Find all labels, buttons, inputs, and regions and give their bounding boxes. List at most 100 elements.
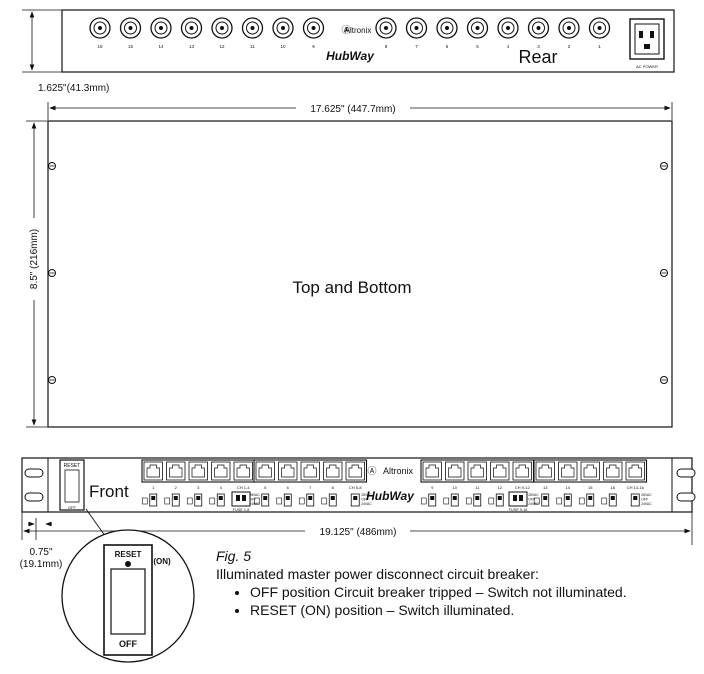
port-number-label: 9 xyxy=(431,485,434,490)
port-number-label: 3 xyxy=(197,485,200,490)
rj45-port-icon xyxy=(512,461,532,481)
caption-bullet: OFF position Circuit breaker tripped – S… xyxy=(250,583,686,601)
rj45-port-icon xyxy=(233,461,253,481)
bnc-connector-icon xyxy=(272,17,294,39)
port-number-label: 12 xyxy=(498,485,503,490)
switch-legend-label: 24VAC xyxy=(641,502,652,506)
front-brand: Altronix xyxy=(383,466,414,476)
bnc-connector-icon xyxy=(527,17,550,39)
bnc-connector-icon xyxy=(150,17,172,39)
port-number-label: 8 xyxy=(332,485,335,490)
switch-legend-label: OFF xyxy=(528,498,535,502)
breaker-zoom xyxy=(61,529,195,663)
rj45-port-icon xyxy=(422,461,442,481)
zoom-reset-label: RESET xyxy=(115,550,142,559)
top-panel-screws xyxy=(48,162,668,384)
rj45-block xyxy=(141,459,256,483)
channel-switch-icon xyxy=(488,493,504,507)
rj45-port-icon xyxy=(166,461,186,481)
port-number-label: 6 xyxy=(287,485,290,490)
port-number-label: 16 xyxy=(611,485,616,490)
rj45-port-icon xyxy=(625,461,645,481)
channel-switch-icon xyxy=(578,493,595,507)
caption-bullet: RESET (ON) position – Switch illuminated… xyxy=(250,601,686,619)
bnc-port-number: 15 xyxy=(128,44,134,49)
rj45-port-icon xyxy=(255,461,275,481)
switch-legend-label: 24VAC xyxy=(361,502,372,506)
bnc-port-number: 6 xyxy=(446,44,449,49)
port-number-label: 11 xyxy=(475,485,480,490)
rj45-port-icon xyxy=(490,461,510,481)
switch-legend-label: 28VAC xyxy=(641,493,652,497)
rj45-port-icon xyxy=(535,461,555,481)
fuse-label: FUSE 9-16 xyxy=(509,508,528,512)
rj45-port-icon xyxy=(211,461,231,481)
bnc-port-number: 2 xyxy=(568,44,571,49)
rj45-port-blocks xyxy=(141,459,648,483)
rack-ear-slots-icon xyxy=(24,468,696,502)
bnc-connector-icon xyxy=(211,17,233,39)
group-switch-icon xyxy=(350,493,360,507)
bnc-connector-icon xyxy=(375,17,397,39)
rj45-port-icon xyxy=(603,461,623,481)
port-number-label: 14 xyxy=(566,485,571,490)
breaker-switch[interactable] xyxy=(59,459,85,511)
rear-label: Rear xyxy=(518,47,557,67)
channel-switch-icon xyxy=(209,493,225,507)
ac-power-label: AC POWER xyxy=(636,64,658,69)
bnc-port-number: 5 xyxy=(476,44,479,49)
switch-legend-label: 24VAC xyxy=(249,502,260,506)
front-height-dimension xyxy=(28,518,52,540)
group-switch-icon xyxy=(630,493,640,507)
top-width-dimension xyxy=(47,102,673,120)
rj45-port-icon xyxy=(580,461,600,481)
fuse-holder-icon xyxy=(231,491,251,507)
front-label: Front xyxy=(89,482,129,501)
channel-switch-icon xyxy=(253,493,270,507)
port-number-label: 2 xyxy=(175,485,178,490)
bnc-connector-icon xyxy=(558,17,580,39)
channel-group-label: CH 13-16 xyxy=(627,485,645,490)
channel-switch-icon xyxy=(276,493,292,507)
rj45-port-icon xyxy=(300,461,320,481)
figure-caption: Fig. 5 Illuminated master power disconne… xyxy=(216,547,686,619)
channel-group-label: CH 5-8 xyxy=(349,485,362,490)
depth-dimension xyxy=(26,120,48,428)
port-number-label: 5 xyxy=(264,485,267,490)
bnc-connector-icon xyxy=(180,17,203,39)
port-number-label: 1 xyxy=(152,485,155,490)
front-height-label-1: 0.75" xyxy=(29,547,52,558)
bnc-port-number: 11 xyxy=(250,44,255,49)
bnc-connector-icon xyxy=(405,17,428,39)
screw-icon xyxy=(48,376,56,384)
rear-hubway-logo: HubWay xyxy=(326,49,375,63)
bnc-connector-icon xyxy=(302,17,325,39)
zoom-off-label: OFF xyxy=(119,639,137,649)
switch-legend-label: 28VAC xyxy=(361,493,372,497)
rj45-port-icon xyxy=(467,461,487,481)
rj45-port-icon xyxy=(445,461,465,481)
altronix-logo-icon: Ⓐ xyxy=(341,25,350,35)
port-number-label: 15 xyxy=(588,485,593,490)
bnc-connector-icon xyxy=(89,17,111,39)
port-number-label: 7 xyxy=(309,485,312,490)
front-width-label: 19.125" (486mm) xyxy=(320,527,397,538)
breaker-off-label: OFF xyxy=(68,505,77,510)
switch-legend-label: 28VAC xyxy=(528,493,539,497)
bnc-connector-icon xyxy=(466,17,489,39)
channel-switch-icon xyxy=(164,493,180,507)
channel-switch-icon xyxy=(533,493,550,507)
switch-legend-label: OFF xyxy=(249,498,256,502)
bnc-port-number: 3 xyxy=(537,44,540,49)
channel-group-label: CH 1-4 xyxy=(237,485,250,490)
caption-bullets: OFF position Circuit breaker tripped – S… xyxy=(216,583,686,619)
channel-switch-icon xyxy=(420,493,437,507)
bnc-port-number: 16 xyxy=(97,44,103,49)
screw-icon xyxy=(660,162,668,170)
switch-legend-label: 24VAC xyxy=(528,502,539,506)
port-number-label: 10 xyxy=(453,485,458,490)
breaker-reset-label: RESET xyxy=(64,463,81,469)
